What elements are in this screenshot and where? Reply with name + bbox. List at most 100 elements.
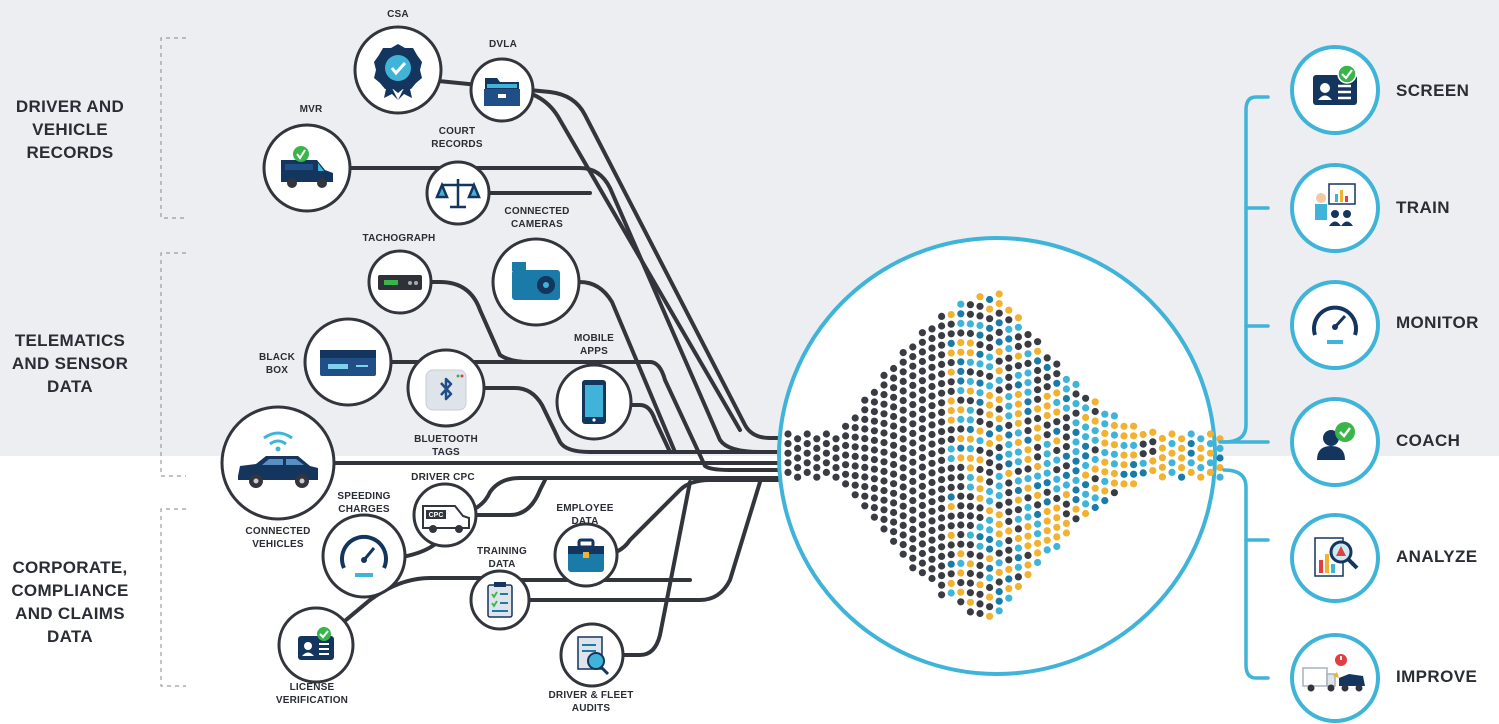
hub-dot [1072,457,1080,465]
hub-dot [928,459,936,467]
hub-dot [986,603,994,611]
hub-dot [909,391,917,399]
hub-dot [938,380,946,388]
hub-dot [1082,481,1090,489]
hub-dot [861,406,869,414]
hub-dot [851,414,859,422]
hub-dot [1014,410,1023,418]
hub-dot [899,368,907,376]
hub-dot [1091,455,1099,464]
hub-dot [870,456,879,464]
hub-dot [1187,468,1195,476]
hub-dot [1072,476,1080,484]
hub-dot [1005,393,1013,401]
hub-dot [976,437,984,445]
hub-dot [957,358,965,366]
hub-dot [1005,517,1013,526]
hub-dot [1130,422,1138,430]
hub-dot [880,419,888,427]
hub-dot [861,435,869,443]
hub-dot [1082,500,1090,508]
hub-dot [947,339,955,347]
hub-dot [1005,316,1013,324]
hub-dot [794,473,802,481]
hub-dot [909,468,917,476]
hub-dot [1062,395,1070,403]
hub-dot [976,465,984,474]
hub-dot [957,588,965,596]
hub-dot [1072,448,1080,456]
hub-dot [986,612,994,620]
category-brackets [160,37,186,687]
hub-dot [1110,479,1118,487]
hub-dot [1082,471,1090,479]
output-improve-label: IMPROVE [1396,667,1478,686]
hub-dot [938,543,946,551]
hub-dot [794,454,802,462]
hub-dot [976,504,984,512]
hub-dot [938,504,946,512]
hub-dot [1082,509,1090,518]
hub-dot [976,542,984,550]
hub-dot [909,506,917,514]
hub-dot [918,453,927,462]
hub-dot [909,458,917,466]
hub-dot [1120,451,1128,459]
hub-dot [1197,444,1205,452]
hub-dot [957,348,965,356]
hub-dot [1130,480,1138,488]
hub-dot [1024,551,1032,560]
hub-dot [938,456,946,464]
hub-dot [995,482,1003,490]
hub-dot [1005,479,1013,487]
hub-dot [1053,504,1061,512]
hub-dot [870,504,879,512]
hub-dot [1139,469,1147,477]
hub-dot [1062,433,1070,441]
hub-dot [966,502,975,510]
hub-dot [1024,379,1032,387]
hub-dot [928,555,936,563]
hub-dot [995,309,1003,317]
hub-dot [966,569,975,578]
hub-dot [1130,432,1138,440]
hub-dot [918,425,927,433]
hub-dot [1072,438,1080,446]
hub-dot [822,440,831,448]
hub-dot [995,597,1003,605]
hub-dot [976,350,984,358]
hub-dot [1005,431,1013,439]
hub-dot [909,477,917,485]
hub-dot [1034,482,1042,490]
hub-dot [1062,375,1070,383]
hub-dot [1014,582,1023,591]
hub-dot [899,473,907,481]
hub-dot [890,364,898,373]
black-box-icon [320,350,376,376]
hub-dot [813,464,821,472]
hub-dot [966,579,975,587]
hub-dot [1034,338,1042,346]
hub-dot [1110,431,1118,439]
hub-dot [957,463,965,471]
hub-dot [1110,489,1118,497]
hub-dot [1053,542,1061,551]
hub-dot [976,331,984,339]
hub-dot [938,524,946,532]
hub-dot [784,459,792,467]
hub-dot [928,574,936,583]
hub-dot [899,435,907,443]
hub-dot [1014,323,1023,331]
hub-dot [1024,532,1032,540]
hub-dot [938,485,946,493]
person-check-icon [1317,422,1355,460]
hub-dot [822,449,831,457]
hub-dot [918,329,927,337]
hub-dot [1034,414,1042,423]
hub-dot [976,369,984,378]
hub-dot [842,451,850,459]
hub-dot [1034,530,1042,538]
hub-dot [1149,428,1157,436]
